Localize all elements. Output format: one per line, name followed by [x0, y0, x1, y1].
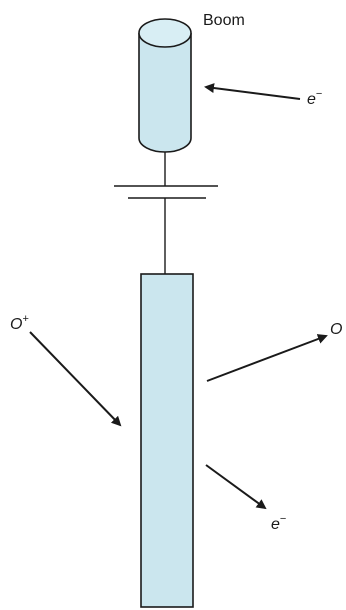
boom-cylinder	[138, 18, 192, 153]
ion-incoming-label: O+	[10, 313, 29, 333]
boom-label: Boom	[203, 12, 245, 29]
spacecraft-body	[140, 273, 194, 608]
electron-outgoing-arrow	[205, 464, 267, 510]
electron-incoming-label: e−	[307, 88, 322, 108]
neutral-outgoing-label: O	[330, 321, 342, 338]
ion-incoming-arrow	[29, 331, 122, 427]
neutral-outgoing-arrow	[206, 334, 328, 382]
electron-incoming-arrow	[204, 83, 301, 100]
boom-cylinder-body	[138, 33, 192, 153]
boom-cylinder-top	[138, 18, 192, 48]
electron-outgoing-label: e−	[271, 513, 286, 533]
